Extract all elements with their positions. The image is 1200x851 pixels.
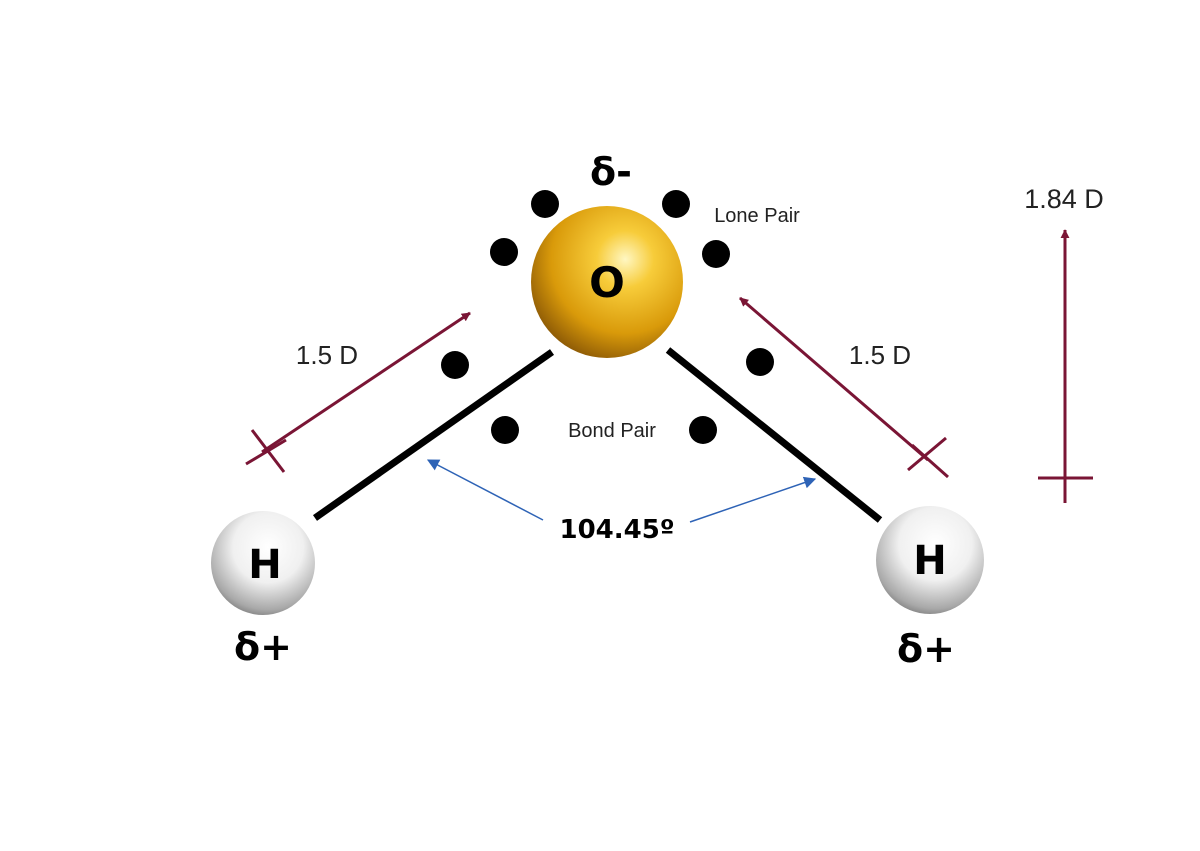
left-bond-dipole-tail	[245, 438, 287, 466]
bond-pair-electron	[746, 348, 774, 376]
bond-angle-label: 104.45º	[560, 515, 675, 545]
bond-pair-electron	[491, 416, 519, 444]
lone-pair-label: Lone Pair	[714, 205, 800, 227]
right-bond-dipole-arrow	[739, 296, 929, 462]
hydrogen-right-symbol: H	[913, 538, 946, 584]
bond-angle-arrow-left	[426, 459, 544, 521]
left-bond-dipole-tail-cross	[250, 429, 286, 473]
right-bond-dipole-tail	[907, 436, 947, 472]
oxygen-atom	[531, 206, 683, 358]
hydrogen-left-symbol: H	[248, 542, 281, 588]
hydrogen-right-charge: δ+	[897, 627, 955, 671]
net-dipole-label: 1.84 D	[1024, 184, 1104, 214]
lone-pair-electron	[531, 190, 559, 218]
right-bond-dipole-label: 1.5 D	[849, 340, 911, 370]
oxygen-charge: δ-	[590, 150, 632, 194]
left-bond-dipole-label: 1.5 D	[296, 340, 358, 370]
oxygen-symbol: O	[589, 258, 625, 307]
bond-pair-electron	[689, 416, 717, 444]
lone-pair-electron	[490, 238, 518, 266]
hydrogen-atom-right	[876, 506, 984, 614]
bond-pair-electron	[441, 351, 469, 379]
hydrogen-left-charge: δ+	[234, 625, 292, 669]
hydrogen-atom-left	[211, 511, 315, 615]
left-bond-dipole-arrow	[261, 311, 471, 454]
lone-pair-electron	[702, 240, 730, 268]
bond-right	[665, 347, 883, 523]
bond-left	[312, 349, 555, 521]
lone-pair-electron	[662, 190, 690, 218]
bond-angle-arrow-right	[689, 476, 817, 523]
right-bond-dipole-tail-cross	[911, 443, 949, 479]
bond-pair-label: Bond Pair	[568, 420, 656, 442]
